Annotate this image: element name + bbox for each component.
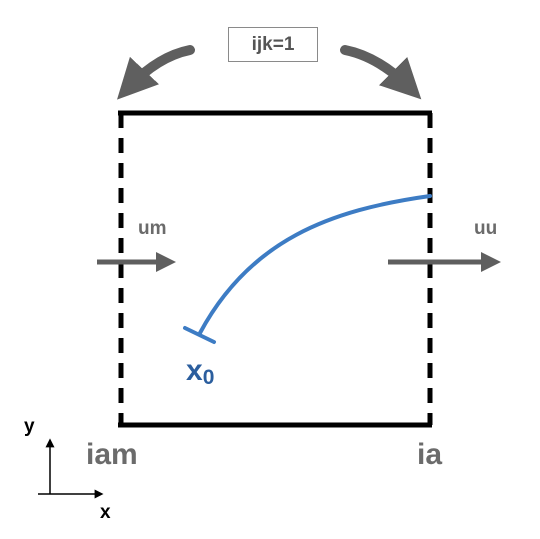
left-flux-label: um xyxy=(138,218,167,239)
left-index-label: iam xyxy=(86,438,138,471)
y-axis-label: y xyxy=(24,416,35,437)
right-index-label: ia xyxy=(417,438,442,471)
start-point-label: x0 xyxy=(186,354,214,389)
start-symbol: x xyxy=(186,354,203,387)
start-subscript: 0 xyxy=(203,366,215,389)
top-index-label: ijk=1 xyxy=(228,27,318,62)
curved-arrow-right xyxy=(340,45,422,100)
right-flux-label: uu xyxy=(474,218,497,239)
trajectory-path xyxy=(198,194,432,335)
x-axis-label: x xyxy=(100,502,111,523)
curved-arrow-left xyxy=(117,45,195,100)
trajectory-start-tick xyxy=(183,326,216,344)
